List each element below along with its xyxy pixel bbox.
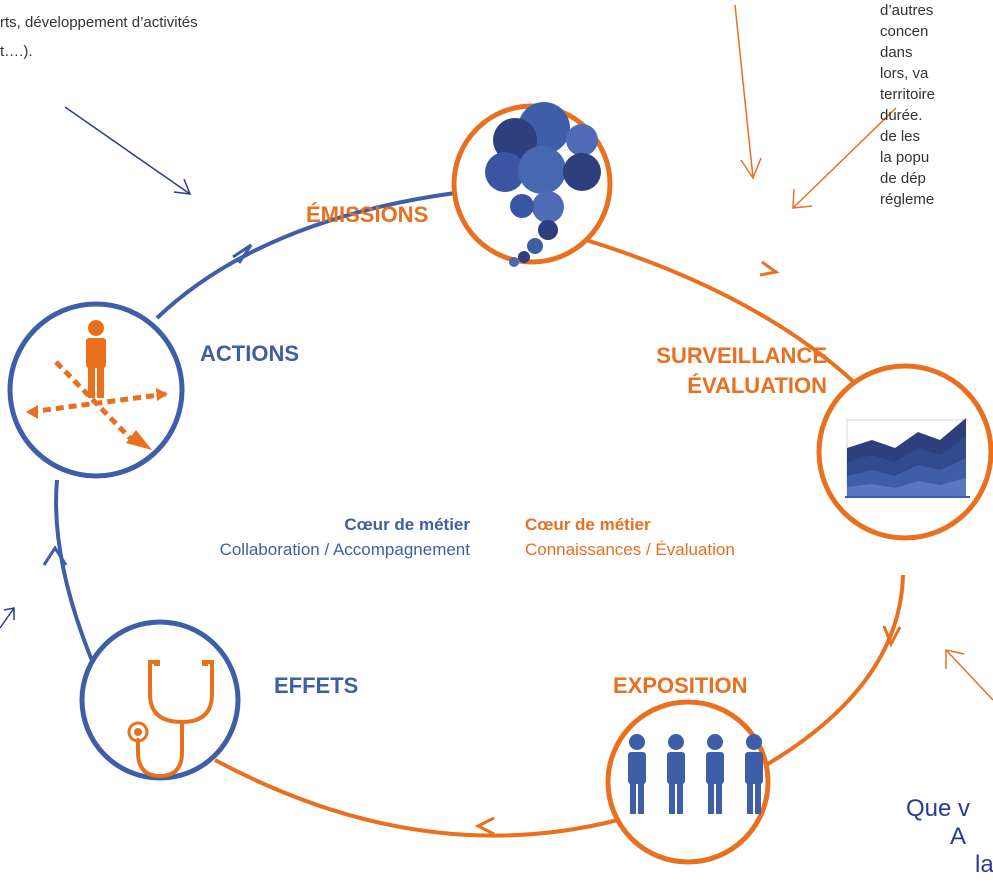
- cloud-bubbles-icon: [485, 102, 601, 267]
- bottom-right-text-line1: Que v: [906, 795, 971, 822]
- stethoscope-icon: [127, 660, 214, 779]
- core-right: Cœur de métier Connaissances / Évaluatio…: [525, 515, 735, 560]
- top-right-line: concen: [880, 23, 929, 40]
- node-surveillance: [816, 363, 993, 541]
- ring-arrow-blue-top: [232, 243, 253, 264]
- bottom-right-text-line3: la: [975, 851, 993, 878]
- pointer-arrow-top-right: [792, 107, 897, 209]
- person-figure-2: [667, 734, 685, 814]
- top-left-text-line1: rts, développement d’activités: [0, 14, 198, 31]
- top-right-line: d’autres: [880, 2, 934, 19]
- bottom-right-text-line2: A: [950, 823, 967, 850]
- node-exposition: [605, 699, 771, 865]
- node-effets: [79, 619, 241, 781]
- core-left-subtitle: Collaboration / Accompagnement: [219, 540, 470, 559]
- person-crossroads-icon: [26, 320, 168, 450]
- pointer-arrow-bottom-right: [945, 649, 993, 701]
- top-right-text: d’autres concen dans lors, va territoire…: [880, 0, 935, 210]
- cycle-arc-actions-emissions: [155, 191, 456, 320]
- cycle-arc-exposition-effets: [214, 758, 619, 838]
- emissions-label: ÉMISSIONS: [306, 202, 429, 227]
- effets-label: EFFETS: [274, 673, 359, 698]
- cycle-arc-surveillance-exposition: [753, 574, 905, 774]
- pointer-arrow-left: [0, 607, 15, 629]
- pointer-arrow-top-center: [734, 4, 762, 180]
- surveillance-label-line2: ÉVALUATION: [687, 373, 827, 398]
- core-left-title: Cœur de métier: [344, 515, 470, 534]
- surveillance-label-line1: SURVEILLANCE: [656, 343, 827, 368]
- area-chart-icon: [845, 418, 970, 500]
- top-left-text-line2: t….).: [0, 43, 33, 60]
- core-right-title: Cœur de métier: [525, 515, 651, 534]
- top-right-line: durée.: [880, 107, 923, 124]
- ring-arrow-orange-bottom: [474, 816, 495, 836]
- core-right-subtitle: Connaissances / Évaluation: [525, 540, 735, 559]
- actions-label: ACTIONS: [200, 341, 299, 366]
- top-right-line: régleme: [880, 191, 935, 208]
- pointer-arrow-top-left: [64, 106, 192, 195]
- people-icon: [628, 734, 763, 814]
- person-figure-1: [628, 734, 646, 814]
- cycle-arc-effets-actions: [54, 479, 97, 669]
- top-right-line: la popu: [880, 149, 930, 166]
- person-figure-4: [745, 734, 763, 814]
- person-figure-3: [706, 734, 724, 814]
- node-emissions: [451, 102, 613, 267]
- cycle-arc-emissions-surveillance: [585, 238, 882, 410]
- exposition-label: EXPOSITION: [613, 673, 748, 698]
- ring-arrow-blue-left: [42, 545, 68, 566]
- core-left: Cœur de métier Collaboration / Accompagn…: [220, 515, 470, 560]
- top-right-line: de les: [880, 128, 921, 145]
- top-right-line: lors, va: [880, 65, 929, 82]
- top-right-line: de dép: [880, 170, 926, 187]
- ring-arrow-orange-right: [759, 260, 780, 277]
- node-actions: [7, 301, 185, 479]
- ring-arrow-orange-down: [882, 625, 902, 648]
- top-right-line: territoire: [880, 86, 936, 103]
- top-right-line: dans: [880, 44, 913, 61]
